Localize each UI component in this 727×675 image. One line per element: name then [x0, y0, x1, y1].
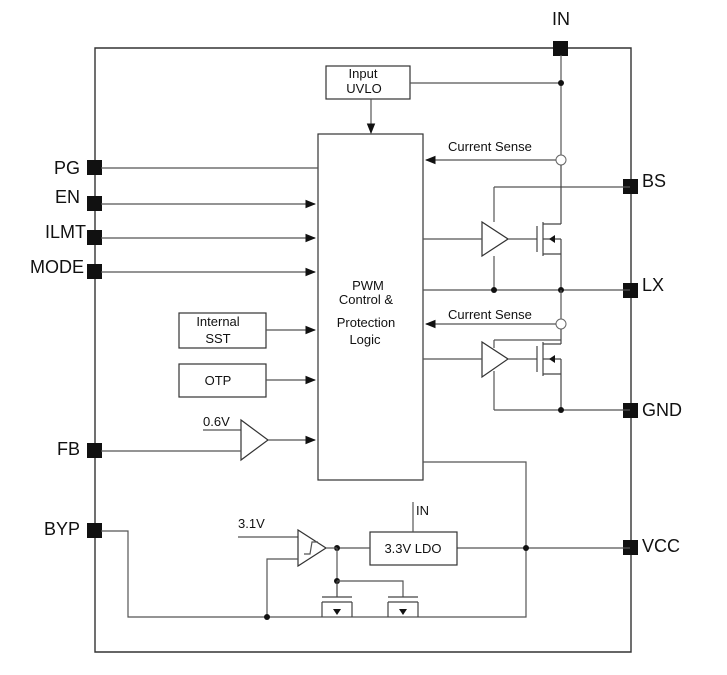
- low-side-fet-icon: [536, 329, 562, 410]
- pwm-label-2: Control &: [339, 292, 394, 307]
- current-sense-low-node: [555, 318, 567, 330]
- pin-pad-bs: [623, 179, 638, 194]
- pin-label-byp: BYP: [44, 519, 80, 539]
- pin-label-bs: BS: [642, 171, 666, 191]
- input-uvlo-label-2: UVLO: [346, 81, 381, 96]
- in-node-dot: [558, 80, 564, 86]
- pin-pad-pg: [87, 160, 102, 175]
- switch-1-icon: [321, 581, 353, 617]
- low-side-driver-icon: [481, 340, 510, 379]
- byp-comp-fb: [266, 558, 298, 617]
- high-side-driver-icon: [481, 220, 510, 258]
- current-sense-high-label: Current Sense: [448, 139, 532, 154]
- byp-comparator-icon: [297, 528, 328, 568]
- pin-pad-en: [87, 196, 102, 211]
- pwm-label-4: Logic: [349, 332, 381, 347]
- vcc-node-dot: [523, 545, 529, 551]
- gnd-node-dot: [558, 407, 564, 413]
- hysteresis-icon: [304, 541, 318, 555]
- pwm-control-block: [317, 133, 424, 481]
- pin-pad-mode: [87, 264, 102, 279]
- current-sense-low-label: Current Sense: [448, 307, 532, 322]
- ldo-label: 3.3V LDO: [384, 541, 441, 556]
- sst-label-1: Internal: [196, 314, 239, 329]
- byp-ref-label: 3.1V: [238, 516, 265, 531]
- fb-ref-label: 0.6V: [203, 414, 230, 429]
- pin-pad-lx: [623, 283, 638, 298]
- ldo-in-label: IN: [416, 503, 429, 518]
- pin-label-pg: PG: [54, 158, 80, 178]
- pin-pad-gnd: [623, 403, 638, 418]
- pin-label-gnd: GND: [642, 400, 682, 420]
- current-sense-high-node: [555, 154, 567, 166]
- high-side-fet-icon: [536, 165, 562, 290]
- pin-pad-fb: [87, 443, 102, 458]
- pin-label-in: IN: [552, 9, 570, 29]
- pwm-vcc-wire: [101, 461, 527, 618]
- pin-label-en: EN: [55, 187, 80, 207]
- otp-label: OTP: [205, 373, 232, 388]
- pin-label-mode: MODE: [30, 257, 84, 277]
- switch-2-icon: [387, 596, 419, 617]
- pwm-label-1: PWM: [352, 278, 384, 293]
- input-uvlo-label-1: Input: [349, 66, 378, 81]
- pin-pad-ilmt: [87, 230, 102, 245]
- lx-node-dot-1: [491, 287, 497, 293]
- pin-label-fb: FB: [57, 439, 80, 459]
- pin-pad-byp: [87, 523, 102, 538]
- pwm-label-3: Protection: [337, 315, 396, 330]
- pin-pad-vcc: [623, 540, 638, 555]
- pin-label-lx: LX: [642, 275, 664, 295]
- pin-label-ilmt: ILMT: [45, 222, 86, 242]
- pin-label-vcc: VCC: [642, 536, 680, 556]
- byp-node-dot: [264, 614, 270, 620]
- otp-block: [178, 363, 267, 398]
- fb-amp-icon: [240, 418, 270, 462]
- ldo-block: [369, 531, 458, 566]
- pin-pad-in: [553, 41, 568, 56]
- switch-gate-wire: [337, 580, 404, 597]
- sst-label-2: SST: [205, 331, 230, 346]
